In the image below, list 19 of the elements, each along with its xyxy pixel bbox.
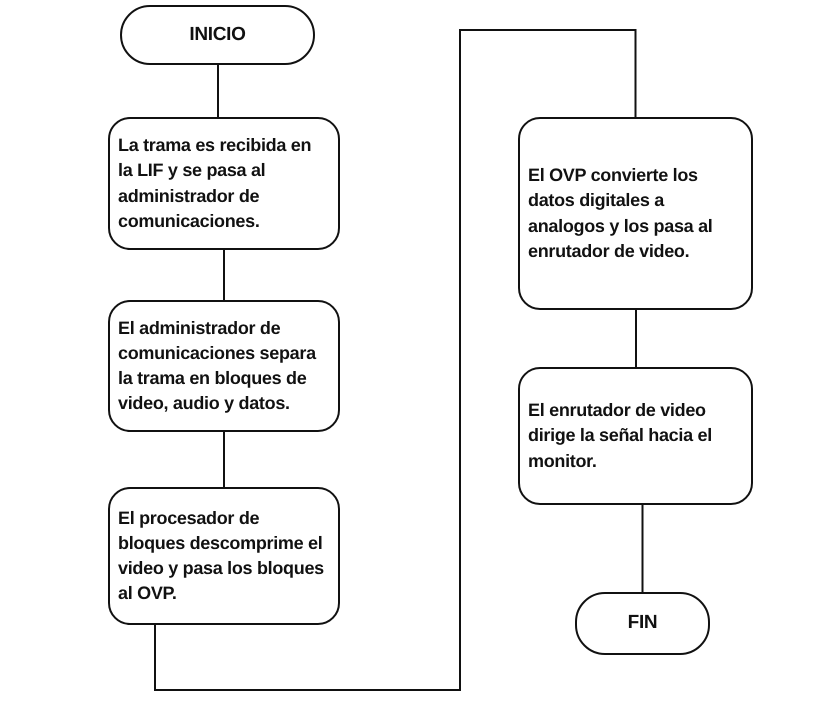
terminal-box (575, 592, 710, 655)
connector-line (217, 65, 219, 117)
connector-line (642, 505, 644, 592)
box-text: FIN (628, 611, 658, 636)
box-text: El administrador de comunicaciones separa la trama en bloques de video, audio y datos. (118, 316, 318, 416)
process-box (518, 117, 753, 310)
process-box (108, 117, 340, 250)
process-box (108, 300, 340, 432)
connector-line (635, 310, 637, 367)
box-text: El procesador de bloques descomprime el video y pasa los bloques al OVP. (118, 506, 325, 606)
box-text: El OVP convierte los datos digitales a analogos y los pasa al enrutador de video. (528, 164, 714, 263)
process-box (518, 367, 753, 505)
box-text: INICIO (189, 22, 246, 47)
process-box (108, 487, 340, 625)
connector-line (223, 250, 225, 300)
box-text: El enrutador de video dirige la señal hacia el monitor. (528, 399, 713, 473)
connector-line (154, 29, 636, 691)
box-text: La trama es recibida en la LIF y se pasa al administrador de comunicaciones. (118, 134, 312, 233)
connector-line (223, 432, 225, 487)
